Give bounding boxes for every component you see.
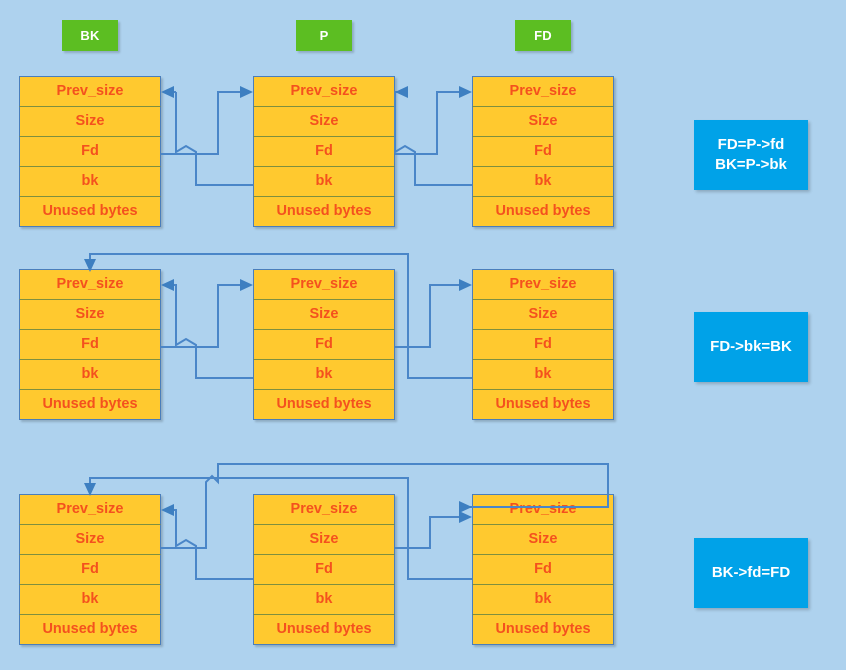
chunk-row2-fd: Prev_size Size Fd bk Unused bytes: [472, 269, 614, 420]
arrowhead-right: [459, 511, 472, 523]
wire-row2-p-bk-to-bk: [161, 279, 253, 379]
wire-path: [175, 92, 253, 186]
field-fd: Fd: [253, 554, 395, 585]
arrowhead-right: [459, 279, 472, 291]
field-prev-size: Prev_size: [19, 76, 161, 107]
field-size: Size: [472, 524, 614, 555]
field-unused-bytes: Unused bytes: [253, 614, 395, 645]
field-fd: Fd: [253, 136, 395, 167]
arrowhead-right: [240, 86, 253, 98]
field-size: Size: [472, 299, 614, 330]
field-size: Size: [253, 299, 395, 330]
field-bk: bk: [19, 166, 161, 197]
pointer-badge-p-label: P: [319, 28, 329, 43]
field-unused-bytes: Unused bytes: [472, 614, 614, 645]
field-bk: bk: [253, 166, 395, 197]
arrowhead-left: [161, 504, 174, 516]
field-unused-bytes: Unused bytes: [19, 614, 161, 645]
note-row3: BK->fd=FD: [694, 538, 808, 608]
field-fd: Fd: [472, 554, 614, 585]
wire-row1-p-bk-to-bk: [161, 86, 253, 186]
wire-row2-bk-fd-to-p: [161, 279, 253, 348]
field-bk: bk: [472, 166, 614, 197]
field-bk: bk: [19, 359, 161, 390]
field-size: Size: [19, 524, 161, 555]
pointer-badge-fd-label: FD: [534, 28, 552, 43]
wire-path: [395, 91, 462, 155]
field-prev-size: Prev_size: [19, 494, 161, 525]
field-bk: bk: [253, 584, 395, 615]
pointer-badge-bk-label: BK: [80, 28, 100, 43]
field-unused-bytes: Unused bytes: [253, 389, 395, 420]
field-prev-size: Prev_size: [472, 76, 614, 107]
wire-row1-fd-bk-to-p: [394, 86, 472, 186]
field-fd: Fd: [472, 136, 614, 167]
note-row3-line1: BK->fd=FD: [711, 563, 791, 581]
field-size: Size: [472, 106, 614, 137]
chunk-row1-p: Prev_size Size Fd bk Unused bytes: [253, 76, 395, 227]
chunk-row1-bk: Prev_size Size Fd bk Unused bytes: [19, 76, 161, 227]
note-row1-line2: BK=P->bk: [715, 156, 787, 173]
pointer-badge-bk: BK: [62, 20, 118, 51]
field-prev-size: Prev_size: [253, 269, 395, 300]
field-fd: Fd: [19, 554, 161, 585]
wire-path: [395, 516, 462, 549]
field-prev-size: Prev_size: [253, 494, 395, 525]
field-unused-bytes: Unused bytes: [19, 389, 161, 420]
arrowhead-right: [459, 501, 472, 513]
chunk-row3-fd: Prev_size Size Fd bk Unused bytes: [472, 494, 614, 645]
field-size: Size: [253, 524, 395, 555]
field-fd: Fd: [472, 329, 614, 360]
arrowhead-right: [459, 86, 472, 98]
field-bk: bk: [472, 359, 614, 390]
wire-path: [161, 284, 243, 348]
field-fd: Fd: [19, 329, 161, 360]
arrowhead-right: [240, 279, 253, 291]
chunk-row3-p: Prev_size Size Fd bk Unused bytes: [253, 494, 395, 645]
field-bk: bk: [19, 584, 161, 615]
arrowhead-left: [161, 279, 174, 291]
field-unused-bytes: Unused bytes: [253, 196, 395, 227]
chunk-row3-bk: Prev_size Size Fd bk Unused bytes: [19, 494, 161, 645]
note-row2: FD->bk=BK: [694, 312, 808, 382]
wire-row1-p-fd-to-fd: [395, 86, 472, 155]
field-size: Size: [19, 106, 161, 137]
wire-row2-p-fd-to-fd: [395, 279, 472, 348]
field-prev-size: Prev_size: [253, 76, 395, 107]
chunk-row1-fd: Prev_size Size Fd bk Unused bytes: [472, 76, 614, 227]
pointer-badge-p: P: [296, 20, 352, 51]
wire-row3-p-fd-to-fd: [395, 511, 472, 549]
field-size: Size: [19, 299, 161, 330]
arrowhead-left: [395, 86, 408, 98]
wire-path: [395, 284, 462, 348]
field-unused-bytes: Unused bytes: [19, 196, 161, 227]
field-prev-size: Prev_size: [19, 269, 161, 300]
field-unused-bytes: Unused bytes: [472, 389, 614, 420]
field-prev-size: Prev_size: [472, 269, 614, 300]
field-bk: bk: [472, 584, 614, 615]
wire-path: [171, 509, 253, 580]
note-row2-line1: FD->bk=BK: [710, 337, 792, 355]
field-fd: Fd: [253, 329, 395, 360]
note-row1-line1: FD=P->fd: [717, 135, 785, 153]
pointer-badge-fd: FD: [515, 20, 571, 51]
note-row1: FD=P->fd BK=P->bk: [694, 120, 808, 190]
wire-path: [171, 284, 253, 379]
field-prev-size: Prev_size: [472, 494, 614, 525]
wire-row3-p-bk-to-bk: [161, 504, 253, 580]
chunk-row2-p: Prev_size Size Fd bk Unused bytes: [253, 269, 395, 420]
arrowhead-left: [161, 86, 174, 98]
chunk-row2-bk: Prev_size Size Fd bk Unused bytes: [19, 269, 161, 420]
wire-row1-bk-fd-to-p: [161, 86, 253, 155]
field-bk: bk: [253, 359, 395, 390]
wire-path: [161, 91, 243, 155]
wire-path: [394, 91, 472, 186]
field-unused-bytes: Unused bytes: [472, 196, 614, 227]
field-fd: Fd: [19, 136, 161, 167]
field-size: Size: [253, 106, 395, 137]
